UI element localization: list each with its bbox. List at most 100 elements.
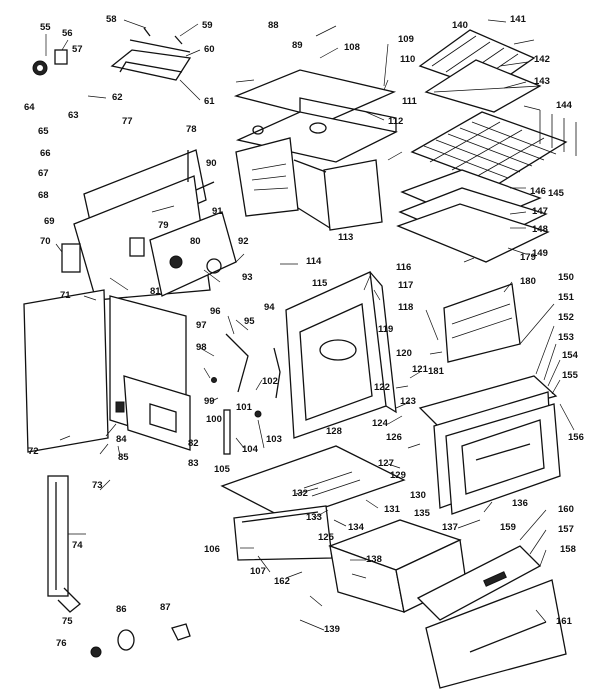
part-label-75: 75 (62, 616, 73, 627)
part-label-70: 70 (40, 236, 51, 247)
part-label-55: 55 (40, 22, 51, 33)
part-label-104: 104 (242, 444, 259, 455)
leader-lines (45, 19, 575, 631)
part-label-158: 158 (560, 544, 576, 555)
part-label-121: 121 (412, 364, 429, 375)
part-label-110: 110 (400, 54, 415, 65)
part-label-154: 154 (562, 350, 579, 361)
part-label-162: 162 (274, 576, 290, 587)
part-label-149: 149 (532, 248, 548, 259)
back-panel-part (123, 375, 191, 451)
part-label-153: 153 (558, 332, 574, 343)
leveling-feet-part (90, 623, 191, 658)
part-label-148: 148 (532, 224, 548, 235)
part-label-107: 107 (250, 566, 266, 577)
part-label-156: 156 (568, 432, 584, 443)
part-label-94: 94 (264, 302, 275, 313)
part-label-82: 82 (188, 438, 199, 449)
part-label-114: 114 (306, 256, 322, 267)
vent-bracket-part (110, 27, 192, 81)
part-label-159: 159 (500, 522, 516, 533)
part-label-60: 60 (204, 44, 215, 55)
part-label-122: 122 (374, 382, 390, 393)
part-label-151: 151 (558, 292, 575, 303)
part-label-72: 72 (28, 446, 39, 457)
part-label-71: 71 (60, 290, 71, 301)
part-label-179: 179 (520, 252, 536, 263)
part-label-80: 80 (190, 236, 201, 247)
part-label-133: 133 (306, 512, 322, 523)
part-label-112: 112 (388, 116, 403, 127)
part-label-62: 62 (112, 92, 123, 103)
part-label-102: 102 (262, 376, 278, 387)
part-label-136: 136 (512, 498, 528, 509)
part-label-116: 116 (396, 262, 411, 273)
part-label-124: 124 (372, 418, 389, 429)
part-label-57: 57 (72, 44, 83, 55)
part-label-180: 180 (520, 276, 536, 287)
part-label-140: 140 (452, 20, 468, 31)
burner-module-part (235, 137, 383, 231)
part-label-117: 117 (398, 280, 413, 291)
part-label-152: 152 (558, 312, 574, 323)
part-label-129: 129 (390, 470, 406, 481)
valve-assembly-part (211, 333, 281, 455)
part-label-161: 161 (556, 616, 573, 627)
part-label-74: 74 (72, 540, 83, 551)
parts (23, 27, 577, 689)
part-label-135: 135 (414, 508, 431, 519)
part-label-59: 59 (202, 20, 213, 31)
part-label-78: 78 (186, 124, 197, 135)
part-label-119: 119 (378, 324, 393, 335)
part-label-157: 157 (558, 524, 574, 535)
door-panel-part (443, 283, 521, 363)
part-label-61: 61 (204, 96, 215, 107)
part-label-130: 130 (410, 490, 426, 501)
part-label-86: 86 (116, 604, 127, 615)
part-label-96: 96 (210, 306, 221, 317)
part-label-128: 128 (326, 426, 342, 437)
part-label-134: 134 (348, 522, 365, 533)
part-label-143: 143 (534, 76, 550, 87)
part-label-103: 103 (266, 434, 282, 445)
part-label-120: 120 (396, 348, 412, 359)
part-label-146: 146 (530, 186, 546, 197)
part-label-100: 100 (206, 414, 222, 425)
part-label-87: 87 (160, 602, 171, 613)
part-label-155: 155 (562, 370, 579, 381)
part-label-99: 99 (204, 396, 215, 407)
part-label-67: 67 (38, 168, 49, 179)
part-label-83: 83 (188, 458, 199, 469)
part-label-68: 68 (38, 190, 49, 201)
part-label-144: 144 (556, 100, 573, 111)
part-label-101: 101 (236, 402, 253, 413)
part-label-118: 118 (398, 302, 413, 313)
part-label-73: 73 (92, 480, 103, 491)
part-label-150: 150 (558, 272, 574, 283)
knob-part (32, 49, 68, 76)
oven-rack-part (410, 110, 577, 185)
part-label-181: 181 (428, 366, 445, 377)
part-label-65: 65 (38, 126, 49, 137)
part-label-126: 126 (386, 432, 402, 443)
part-label-111: 111 (402, 96, 418, 107)
burner-box-part (129, 181, 237, 297)
kick-plate-part (47, 475, 81, 613)
part-label-113: 113 (338, 232, 353, 243)
part-label-141: 141 (510, 14, 527, 25)
part-label-123: 123 (400, 396, 416, 407)
part-label-131: 131 (384, 504, 401, 515)
part-label-105: 105 (214, 464, 231, 475)
part-label-106: 106 (204, 544, 220, 555)
part-label-137: 137 (442, 522, 458, 533)
part-label-145: 145 (548, 188, 565, 199)
part-label-69: 69 (44, 216, 55, 227)
part-label-108: 108 (344, 42, 360, 53)
part-label-79: 79 (158, 220, 169, 231)
part-label-85: 85 (118, 452, 129, 463)
part-label-84: 84 (116, 434, 127, 445)
oven-door-part (418, 375, 561, 515)
storage-drawer-part (328, 519, 467, 613)
broiler-pan-part (418, 29, 542, 113)
part-label-81: 81 (150, 286, 161, 297)
